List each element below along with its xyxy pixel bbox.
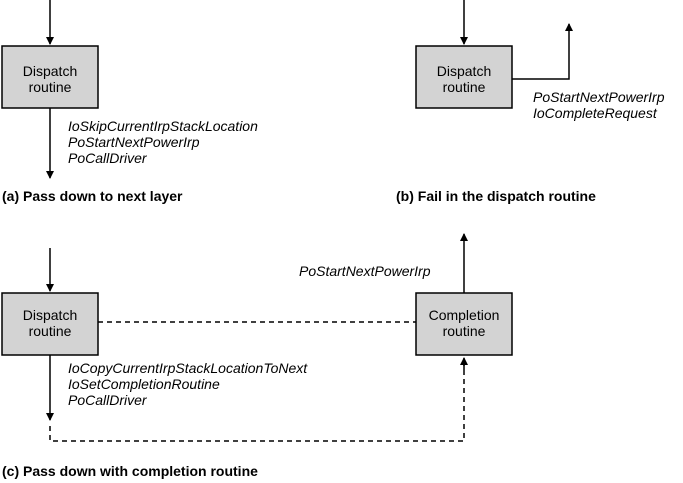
panel-c-dispatch-label-line1: Dispatch (23, 307, 77, 323)
panel-a: Dispatch routine IoSkipCurrentIrpStackLo… (1, 0, 258, 204)
panel-a-box-label-line2: routine (29, 79, 72, 95)
panel-a-caption: (a) Pass down to next layer (2, 188, 183, 204)
panel-b-call-2: IoCompleteRequest (533, 105, 658, 121)
panel-a-call-2: PoStartNextPowerIrp (68, 134, 200, 150)
panel-c-dispatch-label-line2: routine (29, 323, 72, 339)
panel-c-dispatch-box (1, 292, 99, 356)
panel-c-completion-label-line2: routine (443, 323, 486, 339)
panel-c-completion-box (415, 292, 513, 356)
panel-b-call-1: PoStartNextPowerIrp (533, 89, 665, 105)
panel-b: Dispatch routine PoStartNextPowerIrp IoC… (396, 0, 665, 204)
panel-a-call-1: IoSkipCurrentIrpStackLocation (68, 118, 258, 134)
panel-b-box-label-line1: Dispatch (437, 63, 491, 79)
panel-c-caption: (c) Pass down with completion routine (2, 463, 258, 479)
panel-c-call-3: PoCallDriver (68, 392, 148, 408)
panel-b-box-label-line2: routine (443, 79, 486, 95)
panel-c-dashed-return-path (49, 362, 465, 442)
panel-c-completion-call: PoStartNextPowerIrp (299, 263, 431, 279)
panel-c-call-1: IoCopyCurrentIrpStackLocationToNext (68, 360, 308, 376)
panel-b-caption: (b) Fail in the dispatch routine (396, 188, 596, 204)
panel-a-call-3: PoCallDriver (68, 150, 148, 166)
panel-c-call-2: IoSetCompletionRoutine (68, 376, 220, 392)
panel-b-return-arrow (512, 23, 573, 80)
panel-c: Dispatch routine Completion routine PoSt… (1, 233, 513, 479)
panel-b-dispatch-box (415, 45, 513, 109)
panel-c-completion-label-line1: Completion (429, 307, 500, 323)
panel-a-box-label-line1: Dispatch (23, 63, 77, 79)
